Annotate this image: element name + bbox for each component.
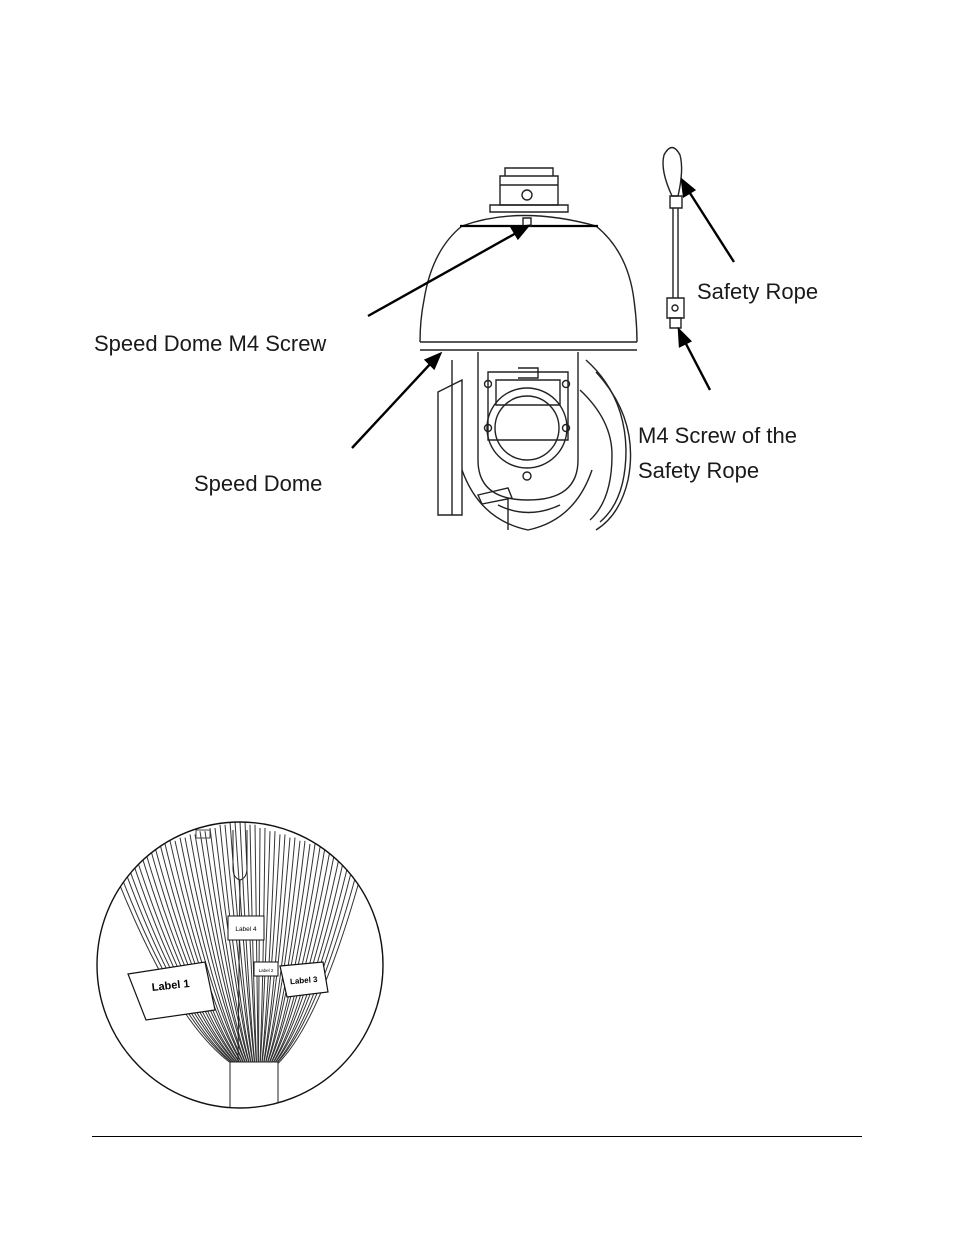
cable-wires: [110, 822, 365, 1064]
label-4-tag: Label 4: [228, 916, 264, 940]
label-2-tag: Label 2: [254, 962, 278, 976]
label-1-tag: Label 1: [128, 962, 215, 1020]
label-2-text: Label 2: [259, 968, 274, 973]
label-3-tag: Label 3: [280, 962, 328, 997]
wire: [258, 828, 260, 1064]
footer-rule: [92, 1136, 862, 1137]
label-4-text: Label 4: [235, 926, 257, 933]
